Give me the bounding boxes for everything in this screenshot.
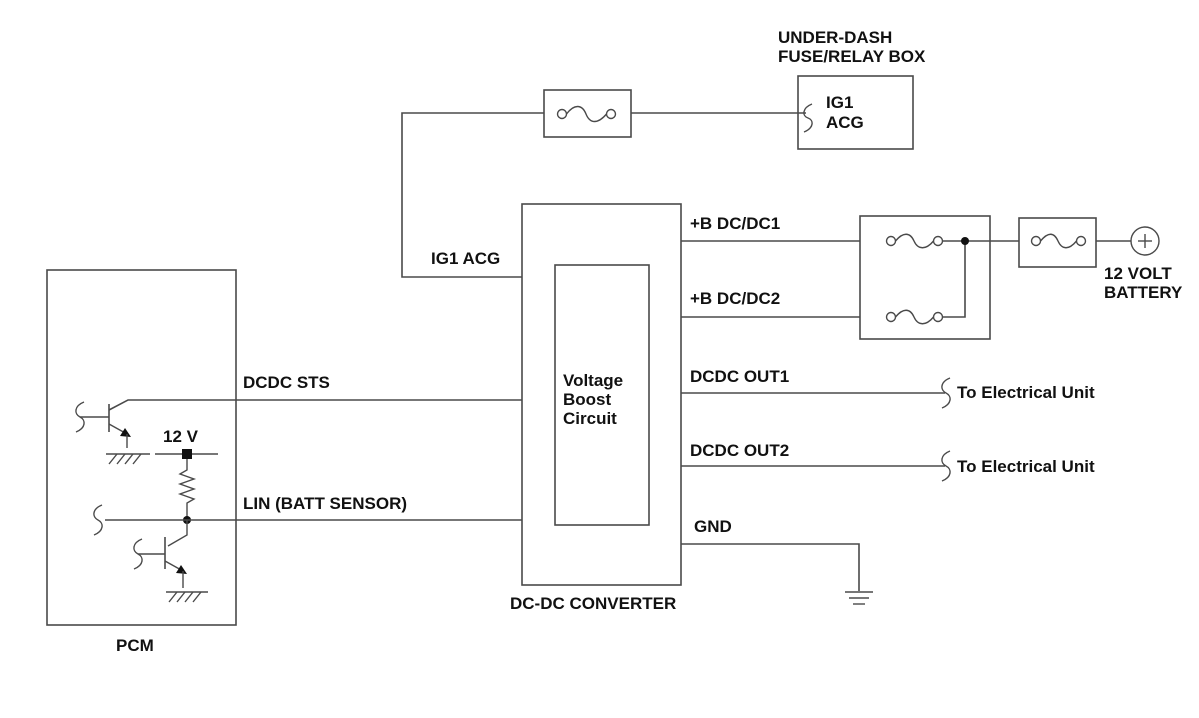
- converter-ig1-acg-label: IG1 ACG: [431, 249, 500, 268]
- fuse-box-acg-label: ACG: [826, 113, 864, 132]
- battery-plus-icon: [1130, 226, 1160, 256]
- battery-label-line1: 12 VOLT: [1104, 264, 1172, 283]
- ig1-acg-wire: [401, 112, 544, 278]
- dcdc-out2-label: DCDC OUT2: [690, 441, 789, 460]
- dcdc-sts-label: DCDC STS: [243, 373, 330, 392]
- fuse-box-ig1-label: IG1: [826, 93, 853, 112]
- lin-connector-icon: [93, 504, 103, 536]
- ig1-acg-fuse: [543, 89, 632, 138]
- boost-label-line2: Boost: [563, 390, 612, 409]
- gnd-label: GND: [694, 517, 732, 536]
- dcdc-fuse-block: [859, 215, 991, 340]
- resistor-icon: [177, 459, 197, 520]
- b-dcdc2-label: +B DC/DC2: [690, 289, 780, 308]
- under-dash-fuse-relay-box: [797, 75, 914, 150]
- lin-transistor-icon: [133, 520, 208, 603]
- fuse-box-title-line2: FUSE/RELAY BOX: [778, 47, 926, 66]
- voltage-boost-circuit: [554, 264, 650, 526]
- lin-label: LIN (BATT SENSOR): [243, 494, 407, 513]
- to-electrical-unit-1: To Electrical Unit: [957, 383, 1095, 402]
- battery-label-line2: BATTERY: [1104, 283, 1183, 302]
- out1-connector-icon: [941, 377, 951, 409]
- converter-label: DC-DC CONVERTER: [510, 594, 676, 613]
- dcdc-out1-label: DCDC OUT1: [690, 367, 789, 386]
- to-electrical-unit-2: To Electrical Unit: [957, 457, 1095, 476]
- boost-label-line3: Circuit: [563, 409, 617, 428]
- junction-dot: [961, 237, 969, 245]
- fuse-box-connector-icon: [803, 103, 813, 133]
- fuse-box-title-line1: UNDER-DASH: [778, 28, 892, 47]
- out2-connector-icon: [941, 450, 951, 482]
- dcdc-sts-wire: [108, 399, 522, 411]
- pcm-12v-label: 12 V: [163, 427, 199, 446]
- dcdc2-fuse-icon: [894, 309, 935, 325]
- dcdc1-fuse-icon: [894, 233, 935, 249]
- boost-label-line1: Voltage: [563, 371, 623, 390]
- fuse-element-icon: [565, 105, 608, 123]
- ground-icon: [845, 591, 873, 605]
- battery-fuse: [1018, 217, 1097, 268]
- sts-transistor-icon: [75, 401, 150, 465]
- gnd-wire: [681, 543, 860, 591]
- 12v-terminal: [182, 449, 192, 459]
- battery-fuse-icon: [1039, 233, 1078, 249]
- b-dcdc1-label: +B DC/DC1: [690, 214, 780, 233]
- pcm-box: [46, 269, 237, 626]
- pcm-label: PCM: [116, 636, 154, 655]
